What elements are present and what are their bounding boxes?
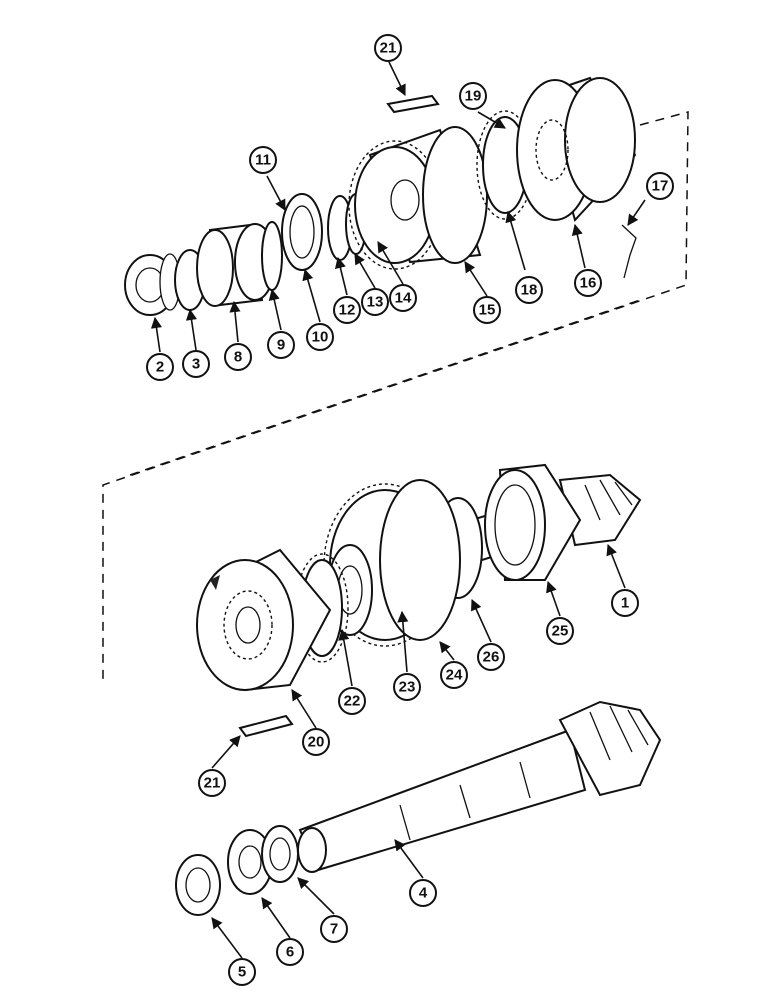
svg-text:17: 17 <box>652 178 669 195</box>
svg-text:24: 24 <box>446 667 463 684</box>
pin-part <box>621 224 637 279</box>
callout-6: 6 <box>276 938 304 966</box>
svg-text:23: 23 <box>399 679 416 696</box>
callout-labels: 21 19 11 17 16 18 15 14 13 12 10 9 8 3 2… <box>146 34 674 986</box>
callout-19: 19 <box>459 82 487 110</box>
svg-text:9: 9 <box>277 337 285 354</box>
callout-8: 8 <box>224 343 252 371</box>
callout-10: 10 <box>306 323 334 351</box>
svg-text:6: 6 <box>286 944 294 961</box>
ring-part <box>261 221 283 291</box>
callout-25: 25 <box>546 617 574 645</box>
leader-lines <box>150 61 646 959</box>
svg-text:16: 16 <box>580 275 597 292</box>
svg-text:20: 20 <box>308 734 325 751</box>
callout-2: 2 <box>146 353 174 381</box>
svg-text:22: 22 <box>344 693 361 710</box>
svg-text:21: 21 <box>380 40 397 57</box>
svg-text:25: 25 <box>552 623 569 640</box>
lower-assembly <box>175 700 662 916</box>
callout-15: 15 <box>473 296 501 324</box>
svg-text:26: 26 <box>483 649 500 666</box>
svg-text:14: 14 <box>395 290 412 307</box>
callout-24: 24 <box>440 661 468 689</box>
callout-1: 1 <box>611 589 639 617</box>
callout-22: 22 <box>338 687 366 715</box>
callout-26: 26 <box>477 643 505 671</box>
svg-text:21: 21 <box>204 775 221 792</box>
svg-text:5: 5 <box>238 964 246 981</box>
callout-13: 13 <box>361 288 389 316</box>
nut-part <box>124 253 181 316</box>
callout-9: 9 <box>267 331 295 359</box>
key-part <box>238 714 294 738</box>
callout-14: 14 <box>389 284 417 312</box>
shaft-part <box>297 700 662 873</box>
callout-23: 23 <box>393 673 421 701</box>
bearing-part <box>484 463 582 581</box>
callout-21-top: 21 <box>374 34 402 62</box>
drum-part <box>516 76 637 222</box>
callout-20: 20 <box>302 728 330 756</box>
drum-part <box>196 548 332 692</box>
key-part <box>386 94 440 114</box>
svg-text:12: 12 <box>339 302 356 319</box>
callout-7: 7 <box>320 915 348 943</box>
washer-part <box>261 825 299 883</box>
svg-text:18: 18 <box>521 282 538 299</box>
callout-17: 17 <box>646 172 674 200</box>
svg-text:1: 1 <box>621 595 629 612</box>
svg-text:11: 11 <box>255 152 271 169</box>
svg-text:13: 13 <box>367 294 384 311</box>
callout-12: 12 <box>333 296 361 324</box>
callout-18: 18 <box>515 276 543 304</box>
callout-3: 3 <box>182 350 210 378</box>
snap-ring-part <box>281 193 323 271</box>
svg-text:10: 10 <box>312 329 329 346</box>
svg-text:15: 15 <box>479 302 496 319</box>
callout-21-bottom: 21 <box>198 769 226 797</box>
svg-text:8: 8 <box>234 349 242 366</box>
gear-part <box>348 126 488 270</box>
callout-16: 16 <box>574 269 602 297</box>
assembly-boundary <box>102 111 689 680</box>
svg-text:2: 2 <box>156 359 164 376</box>
callout-4: 4 <box>409 879 437 907</box>
upper-assembly <box>124 76 637 316</box>
callout-5: 5 <box>228 958 256 986</box>
svg-text:3: 3 <box>192 356 200 373</box>
nut-part <box>175 854 221 916</box>
svg-text:7: 7 <box>330 921 338 938</box>
svg-text:4: 4 <box>419 885 428 902</box>
svg-text:19: 19 <box>465 88 482 105</box>
callout-11: 11 <box>249 146 277 174</box>
middle-assembly <box>196 463 642 738</box>
